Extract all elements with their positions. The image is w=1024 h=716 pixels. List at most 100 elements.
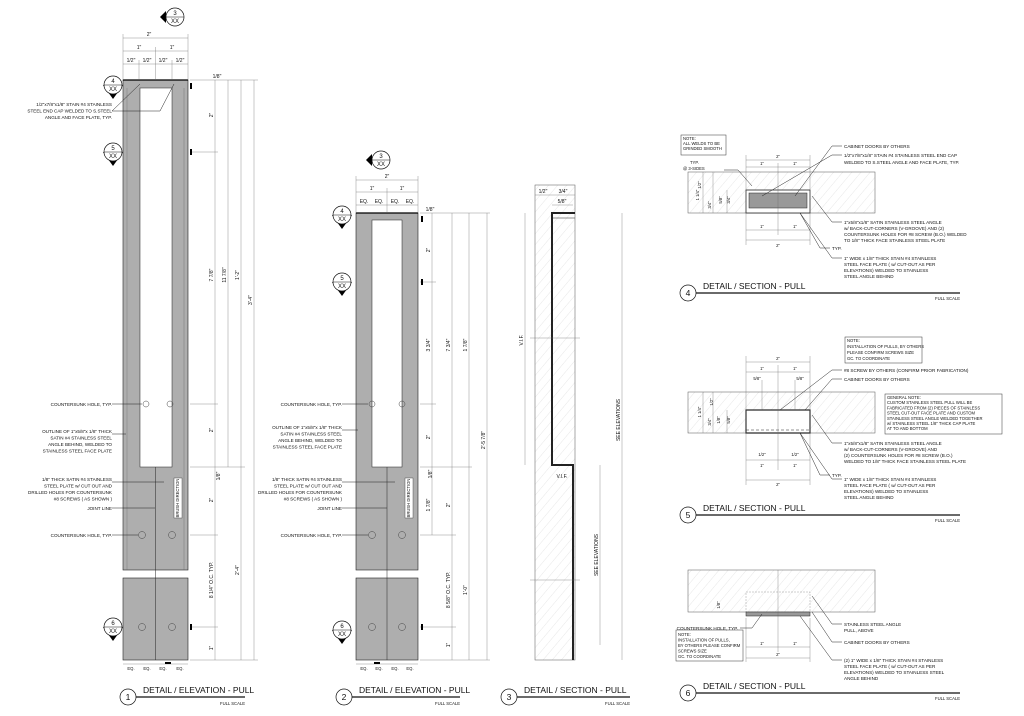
view2-right-dims-9-text: 2"	[446, 503, 452, 508]
view1-top-dims-2-text: 1"	[170, 45, 175, 51]
section-callout-4[interactable]: 4XX	[332, 205, 352, 229]
view3-dims-5-text: SEE ELEVATIONS	[594, 533, 600, 576]
view6-note-2-text: BY OTHERS PLEASE CONFIRM	[678, 643, 741, 648]
view1-countersunk-1-text: COUNTERSUNK HOLE, TYP.	[51, 402, 112, 407]
view6-countersunk-text: COUNTERSUNK HOLE, TYP.	[677, 626, 738, 631]
view2-eq-2-text: EQ.	[391, 666, 398, 671]
view4-dims-3-text: 1/2"	[697, 181, 702, 189]
view5-face-1-text: STEEL FACE PLATE ( w/ CUT-OUT AS PER	[844, 483, 936, 488]
view4-face-0-text: 1" WIDE x 1/8" THICK STAIN #4 STAINLESS	[844, 256, 936, 261]
view4-dims-9-text: 1"	[793, 224, 797, 229]
view4-dims-6-text: 5/8"	[718, 196, 723, 204]
view4-dims-10-text: 2"	[776, 243, 780, 248]
view2-right-dims-7-text: 1/8"	[428, 469, 434, 478]
view3-dims-6-text: SEE ELEVATIONS	[616, 398, 622, 441]
view4-angle-3-text: TO 1/8" THICK FACE STAINLESS STEEL PLATE	[844, 238, 945, 243]
view3-dims-0-text: 1/2"	[539, 189, 548, 195]
section-callout-6[interactable]: 6XX	[103, 617, 123, 641]
view4-end-cap-1-text: WELDED TO S.STEEL ANGLE AND FACE PLATE, …	[844, 160, 959, 165]
view1-right-dims-0-text: 1/8"	[213, 74, 222, 80]
view-4-section	[680, 134, 876, 259]
view5-dims-4-text: 5/8"	[796, 376, 804, 381]
view2-top-dims-0-text: 2"	[385, 174, 390, 180]
callout-number: 4	[111, 79, 115, 85]
view1-joint-text: JOINT LINE	[87, 506, 112, 511]
view5-general-note-1-text: CUSTOM STAINLESS STEEL PULL WILL BE	[887, 400, 972, 405]
view6-note-0-text: NOTE:	[678, 632, 691, 637]
views-1-title-text: DETAIL / ELEVATION - PULL	[359, 685, 470, 695]
views-4-title-text: DETAIL / SECTION - PULL	[703, 503, 806, 513]
view4-typ-sides-1-text: @ 3-SIDES	[683, 166, 705, 171]
section-callout-4[interactable]: 4XX	[103, 75, 123, 99]
brush-direction-tag	[173, 477, 183, 519]
view2-right-dims-3-text: 7 3/4"	[446, 338, 452, 351]
view5-dims-10-text: 1/2"	[758, 452, 766, 457]
view4-dims-8-text: 1"	[760, 224, 764, 229]
view4-dims-5-text: 3/4"	[707, 201, 712, 209]
views-2-title-text: DETAIL / SECTION - PULL	[524, 685, 627, 695]
view1-outline-0-text: OUTLINE OF 1"x5/8"x 1/8" THICK	[42, 429, 113, 434]
views-2-scale-text: FULL SCALE	[605, 701, 630, 706]
section-callout-3[interactable]: 3XX	[366, 150, 391, 170]
top-dimensions	[122, 34, 189, 80]
view4-note-1-text: ALL WELDS TO BE	[683, 141, 720, 146]
view2-joint-text: JOINT LINE	[317, 506, 342, 511]
view2-top-dims-6-text: EQ.	[406, 199, 415, 205]
callout-number: 6	[111, 621, 115, 627]
section-callout-3[interactable]: 3XX	[160, 7, 185, 27]
view1-top-dims-1-text: 1"	[137, 45, 142, 51]
view4-angle-1-text: w/ BACK-CUT-CORNERS (V-GROOVE) AND (2)	[844, 226, 945, 231]
view1-right-dims-9-text: 8 1/4" O.C. TYP.	[209, 562, 215, 598]
callout-number: 5	[111, 146, 115, 152]
view6-dims-2-text: 1"	[793, 641, 797, 646]
view2-right-dims-2-text: 3 3/4"	[426, 338, 432, 351]
labels: 1 DETAIL / ELEVATION - PULL FULL SCALE 2 DET…	[27, 32, 982, 706]
view4-typ-text: TYP.	[832, 246, 842, 251]
view3-dims-1-text: 3/4"	[559, 189, 568, 195]
view6-note-4-text: GC. TO COORDINATE	[678, 654, 721, 659]
view6-note-3-text: SCREWS SIZE	[678, 649, 707, 654]
view2-brush-text: BRUSH DIRECTION	[406, 479, 411, 518]
view2-eq-1-text: EQ.	[375, 666, 382, 671]
callout-ref: XX	[109, 629, 117, 635]
view-2-elevation	[342, 176, 490, 665]
callout-ref: XX	[109, 87, 117, 93]
view2-top-dims-2-text: 1"	[400, 186, 405, 192]
views-1-number-text: 2	[342, 692, 347, 702]
view6-dims-3-text: 2"	[776, 652, 780, 657]
views-0-number-text: 1	[126, 692, 131, 702]
view5-dims-0-text: 2"	[776, 356, 780, 361]
view1-eq-3-text: EQ.	[176, 666, 183, 671]
view1-top-dims-3-text: 1/2"	[127, 58, 136, 64]
section-callout-5[interactable]: 5XX	[332, 272, 352, 296]
view1-top-dims-0-text: 2"	[147, 32, 152, 38]
views-4-number-text: 5	[686, 510, 691, 520]
leaders	[111, 83, 175, 536]
view2-outline-2-text: ANGLE BEHIND, WELDED TO	[278, 438, 342, 443]
views-4-scale-text: FULL SCALE	[935, 518, 960, 523]
view1-outline-2-text: ANGLE BEHIND, WELDED TO	[48, 442, 112, 447]
view5-general-note-0-text: GENERAL NOTE:	[887, 395, 921, 400]
view2-right-dims-1-text: 2"	[426, 248, 432, 253]
section-callout-5[interactable]: 5XX	[103, 142, 123, 166]
view1-top-dims-5-text: 1/2"	[159, 58, 168, 64]
callout-number: 5	[340, 276, 344, 282]
callout-number: 3	[173, 11, 177, 17]
view1-end-cap-1-text: STEEL END CAP WELDED TO S.STEEL	[27, 109, 112, 114]
view4-note-0-text: NOTE:	[683, 136, 696, 141]
view4-doors-text: CABINET DOORS BY OTHERS	[844, 144, 910, 149]
view5-note-2-text: PLEASE CONFIRM SCREWS SIZE	[847, 350, 914, 355]
view6-doors-text: CABINET DOORS BY OTHERS	[844, 640, 910, 645]
view5-general-note-3-text: STEEL CUT-OUT FACE PLATE AND CUSTOM	[887, 411, 976, 416]
view1-right-dims-7-text: 2"	[209, 428, 215, 433]
view4-dims-0-text: 2"	[776, 154, 780, 159]
view5-face-2-text: ELEVATIONS) WELDED TO STAINLESS	[844, 489, 928, 494]
callout-number: 6	[340, 624, 344, 630]
view3-dims-4-text: V.I.F.	[557, 474, 568, 480]
view4-face-1-text: STEEL FACE PLATE ( w/ CUT-OUT AS PER	[844, 262, 936, 267]
view1-top-dims-6-text: 1/2"	[176, 58, 185, 64]
views-3-scale-text: FULL SCALE	[935, 296, 960, 301]
section-callout-6[interactable]: 6XX	[332, 620, 352, 644]
